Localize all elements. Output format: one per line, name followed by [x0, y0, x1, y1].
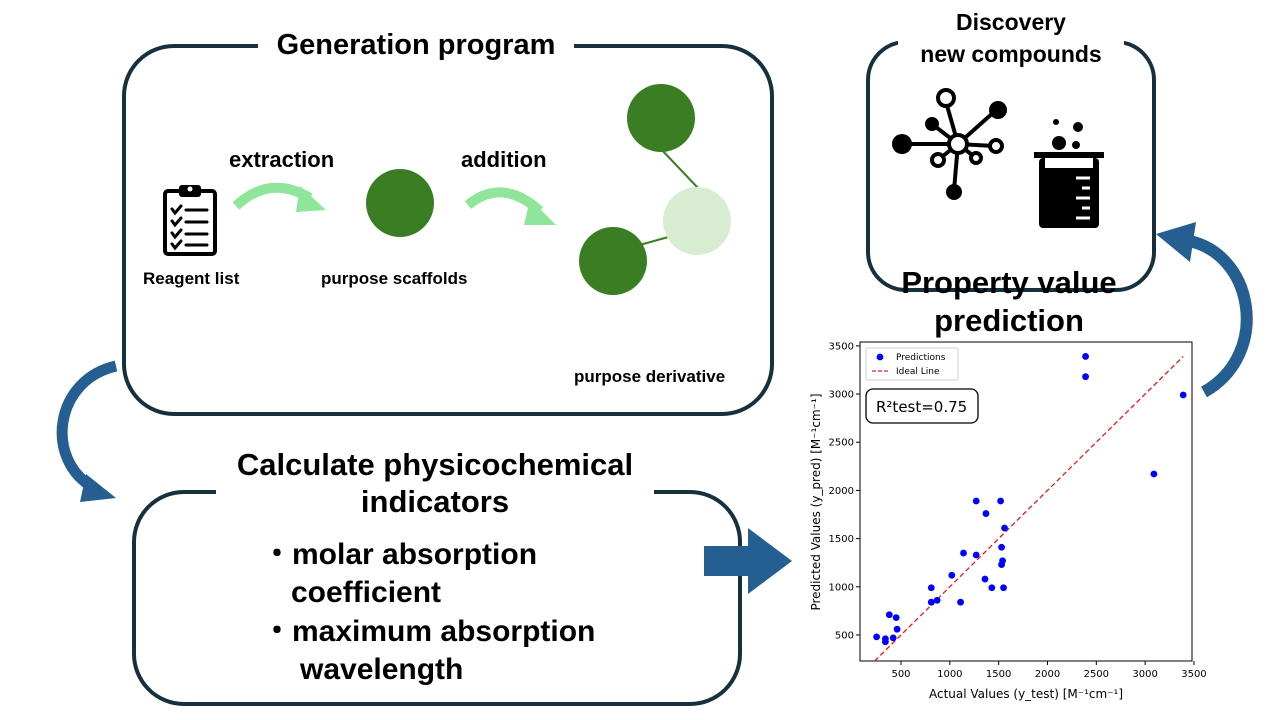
indicator-item-2-line1: ・maximum absorption	[262, 615, 596, 648]
prediction-point	[972, 551, 980, 559]
y-tick-label: 3500	[829, 341, 854, 352]
indicators-title-line2: indicators	[360, 484, 510, 519]
clipboard-icon	[160, 182, 220, 258]
purpose-scaffolds-label: purpose scaffolds	[321, 269, 468, 288]
x-tick-label: 3000	[1132, 669, 1157, 680]
prediction-point	[999, 557, 1006, 565]
y-tick-label: 3000	[829, 390, 854, 401]
prediction-point	[881, 638, 889, 646]
prediction-point	[1001, 524, 1008, 532]
prediction-point	[885, 611, 893, 619]
molecule-network-icon	[890, 86, 1012, 202]
extraction-label: extraction	[229, 147, 335, 172]
prediction-point	[933, 596, 941, 604]
discovery-title: Discovery new compounds	[898, 6, 1124, 70]
legend-predictions-label: Predictions	[896, 353, 946, 363]
curved-arrow-right-icon	[1150, 208, 1260, 398]
y-tick-label: 500	[835, 630, 854, 641]
y-tick-label: 1500	[829, 534, 854, 545]
x-tick-label: 2500	[1084, 669, 1109, 680]
discovery-box	[866, 40, 1156, 292]
x-tick-label: 3500	[1181, 669, 1206, 680]
x-axis-label: Actual Values (y_test) [M⁻¹cm⁻¹]	[929, 687, 1123, 701]
prediction-point	[948, 571, 956, 579]
indicator-item-1-line1: ・molar absorption	[262, 538, 538, 571]
prediction-point	[981, 575, 989, 583]
prediction-point	[1150, 470, 1158, 478]
prediction-point	[1000, 584, 1007, 592]
x-tick-label: 1000	[937, 669, 962, 680]
scatter-chart: 500 1000 1500 2000 2500 3000 3500 500 1000 1500 20…	[796, 336, 1207, 706]
scatter-chart-svg: 500 1000 1500 2000 2500 3000 3500 500 1000 1500 20…	[809, 341, 1207, 701]
prediction-title-line1: Property value	[901, 265, 1117, 300]
prediction-point	[988, 584, 996, 592]
prediction-point	[972, 497, 980, 505]
prediction-point	[889, 634, 897, 642]
prediction-title-line2: prediction	[934, 303, 1084, 338]
prediction-point	[998, 543, 1005, 551]
prediction-point	[1082, 373, 1089, 381]
legend-predictions-marker	[876, 353, 884, 361]
extraction-arrow-icon	[230, 176, 330, 216]
y-tick-label: 2500	[829, 438, 854, 449]
prediction-point	[892, 614, 900, 622]
indicator-item-2-line2: wavelength	[300, 653, 464, 686]
prediction-point	[960, 549, 967, 557]
derivative-circle-light	[663, 187, 731, 255]
r2-annotation-text: R²test=0.75	[876, 398, 967, 416]
y-tick-label: 2000	[829, 486, 854, 497]
prediction-point	[893, 625, 901, 633]
addition-arrow-icon	[462, 185, 562, 229]
indicators-title-line1: Calculate physicochemical	[236, 447, 634, 482]
indicator-item-1: ・molar absorption coefficient	[262, 536, 537, 612]
r2-annotation: R²test=0.75	[865, 388, 979, 424]
prediction-point	[1082, 353, 1089, 360]
x-tick-label: 1500	[986, 669, 1011, 680]
ideal-line	[874, 355, 1184, 662]
generation-program-title: Generation program	[258, 26, 574, 64]
purpose-derivative-label: purpose derivative	[574, 367, 726, 386]
derivative-circle-top	[627, 84, 695, 152]
discovery-title-line1: Discovery	[956, 9, 1066, 35]
prediction-title: Property value prediction	[878, 264, 1140, 340]
prediction-point	[982, 510, 990, 517]
right-arrow-icon	[704, 528, 794, 594]
derivative-circle-bottom	[579, 227, 647, 295]
legend-ideal-label: Ideal Line	[896, 367, 940, 377]
indicators-box	[132, 490, 742, 706]
prediction-point	[927, 598, 935, 606]
indicator-item-1-line2: coefficient	[291, 576, 442, 609]
discovery-title-line2: new compounds	[920, 41, 1102, 67]
y-axis-label: Predicted Values (y_pred) [M⁻¹cm⁻¹]	[809, 393, 823, 610]
reagent-list-label: Reagent list	[143, 269, 240, 288]
indicator-item-2: ・maximum absorption wavelength	[262, 613, 595, 689]
y-tick-label: 1000	[829, 582, 854, 593]
prediction-point	[1179, 391, 1187, 399]
x-tick-label: 2000	[1035, 669, 1060, 680]
legend: Predictions Ideal Line	[865, 347, 959, 381]
prediction-point	[957, 598, 964, 606]
curved-arrow-left-icon	[40, 360, 120, 510]
scaffold-circle	[366, 169, 434, 237]
beaker-icon	[1032, 116, 1106, 228]
x-tick-label: 500	[891, 669, 910, 680]
prediction-point	[873, 633, 880, 641]
prediction-point	[927, 584, 935, 592]
prediction-point	[997, 497, 1005, 505]
addition-label: addition	[461, 147, 547, 172]
indicators-title: Calculate physicochemical indicators	[216, 446, 654, 520]
